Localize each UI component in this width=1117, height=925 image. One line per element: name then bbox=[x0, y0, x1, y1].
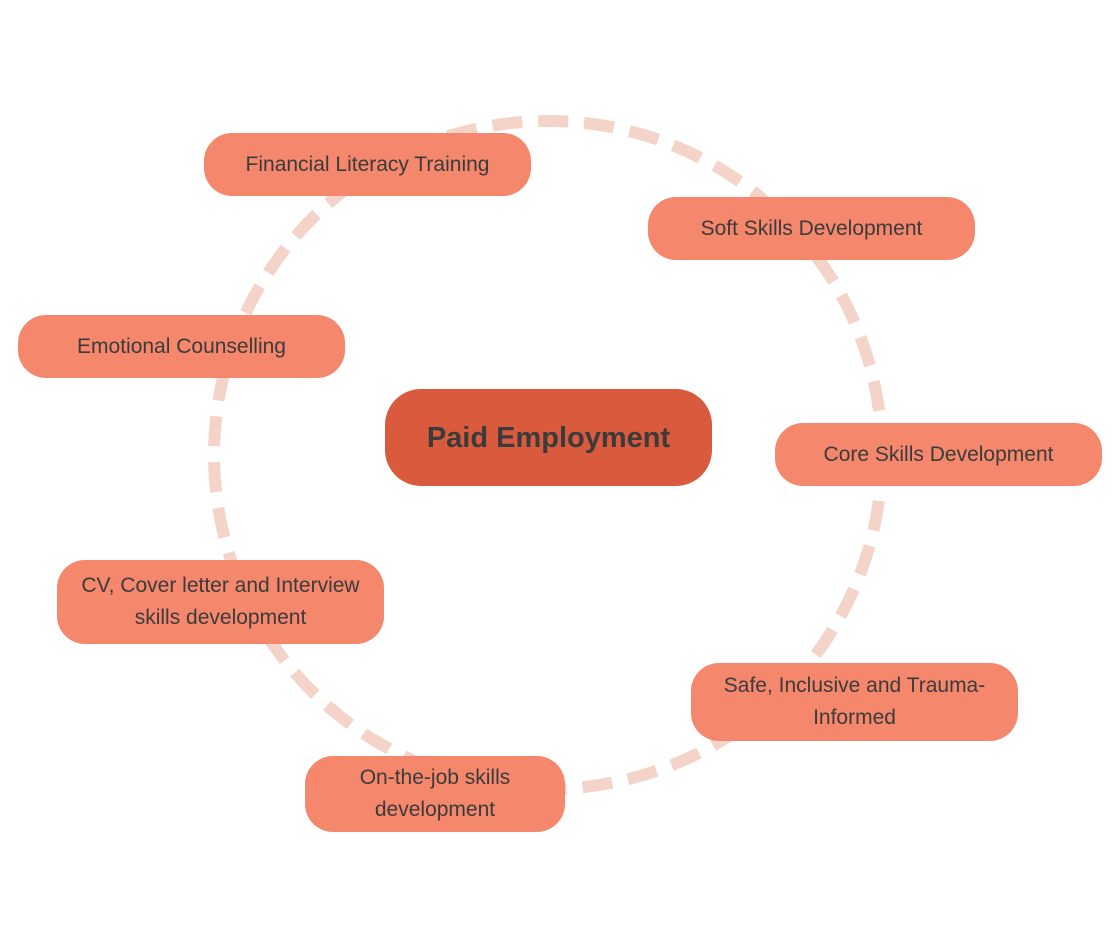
node-emotional-counselling: Emotional Counselling bbox=[18, 315, 345, 378]
node-on-the-job: On-the-job skills development bbox=[305, 756, 565, 832]
node-safe-inclusive: Safe, Inclusive and Trauma-Informed bbox=[691, 663, 1018, 741]
node-financial-literacy: Financial Literacy Training bbox=[204, 133, 531, 196]
node-cv-interview: CV, Cover letter and Interview skills de… bbox=[57, 560, 384, 644]
central-node: Paid Employment bbox=[385, 389, 712, 486]
node-core-skills: Core Skills Development bbox=[775, 423, 1102, 486]
node-soft-skills: Soft Skills Development bbox=[648, 197, 975, 260]
